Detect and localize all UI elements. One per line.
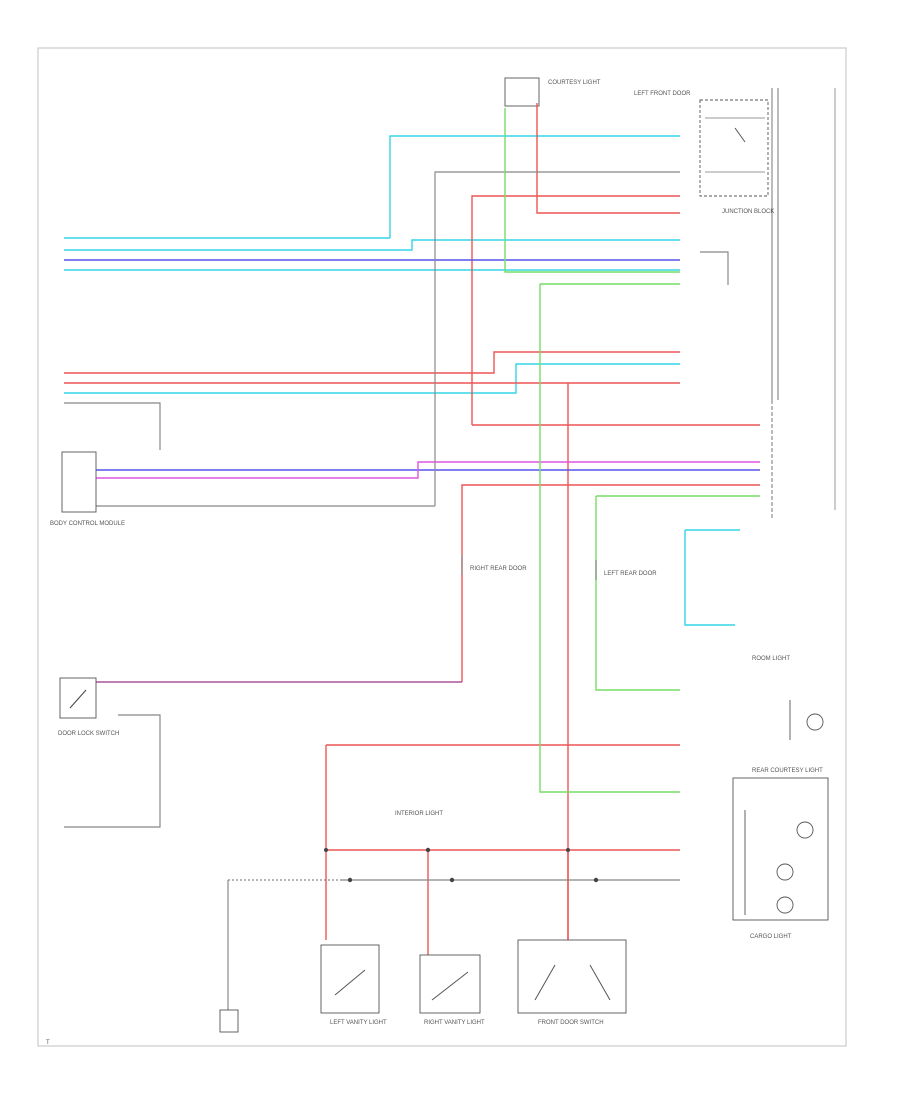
wires-ltblu: [64, 135, 740, 626]
wires-pnk: [96, 461, 760, 479]
right-rear-door-switch: RIGHT REAR DOOR: [461, 555, 527, 575]
junction-block-label: JUNCTION BLOCK: [722, 209, 774, 215]
switch-top-right: LEFT FRONT DOOR JUNCTION BLOCK: [634, 91, 774, 215]
body-control-module-label: BODY CONTROL MODULE: [50, 521, 125, 527]
diagram-frame: [37, 47, 847, 1047]
door-lock-switch: DOOR LOCK SWITCH: [58, 677, 119, 737]
left-front-door-label: LEFT FRONT DOOR: [634, 91, 691, 97]
interior-light-junction: INTERIOR LIGHT: [395, 811, 443, 817]
rear-courtesy-label: REAR COURTESY LIGHT: [752, 768, 823, 774]
door-lock-switch-label: DOOR LOCK SWITCH: [58, 731, 119, 737]
left-vanity-light: LEFT VANITY LIGHT: [320, 944, 387, 1026]
right-vanity-light: RIGHT VANITY LIGHT: [419, 954, 485, 1026]
wires-red: [64, 103, 760, 955]
room-light: ROOM LIGHT: [752, 656, 824, 740]
rear-courtesy-light: REAR COURTESY LIGHT CARGO LIGHT: [732, 768, 829, 940]
left-vanity-label: LEFT VANITY LIGHT: [330, 1020, 387, 1026]
courtesy-light-top: COURTESY LIGHT: [504, 77, 601, 107]
interior-light-label: INTERIOR LIGHT: [395, 811, 443, 817]
right-vanity-label: RIGHT VANITY LIGHT: [424, 1020, 485, 1026]
courtesy-light-top-label: COURTESY LIGHT: [548, 80, 601, 86]
body-control-module: BODY CONTROL MODULE: [50, 451, 125, 527]
cargo-light-label: CARGO LIGHT: [750, 934, 792, 940]
junction-dots: [324, 847, 599, 883]
left-rear-door-label: LEFT REAR DOOR: [604, 571, 657, 577]
left-rear-door-switch: LEFT REAR DOOR: [595, 560, 657, 580]
page-code: T: [46, 1040, 50, 1046]
front-door-switch: FRONT DOOR SWITCH: [517, 939, 627, 1026]
right-rear-door-label: RIGHT REAR DOOR: [470, 566, 527, 572]
bottom-left-connector: [219, 1009, 239, 1033]
front-door-switch-label: FRONT DOOR SWITCH: [538, 1020, 604, 1026]
wires-gry: [64, 171, 729, 1010]
wires-vio: [64, 259, 760, 471]
room-light-label: ROOM LIGHT: [752, 656, 790, 662]
